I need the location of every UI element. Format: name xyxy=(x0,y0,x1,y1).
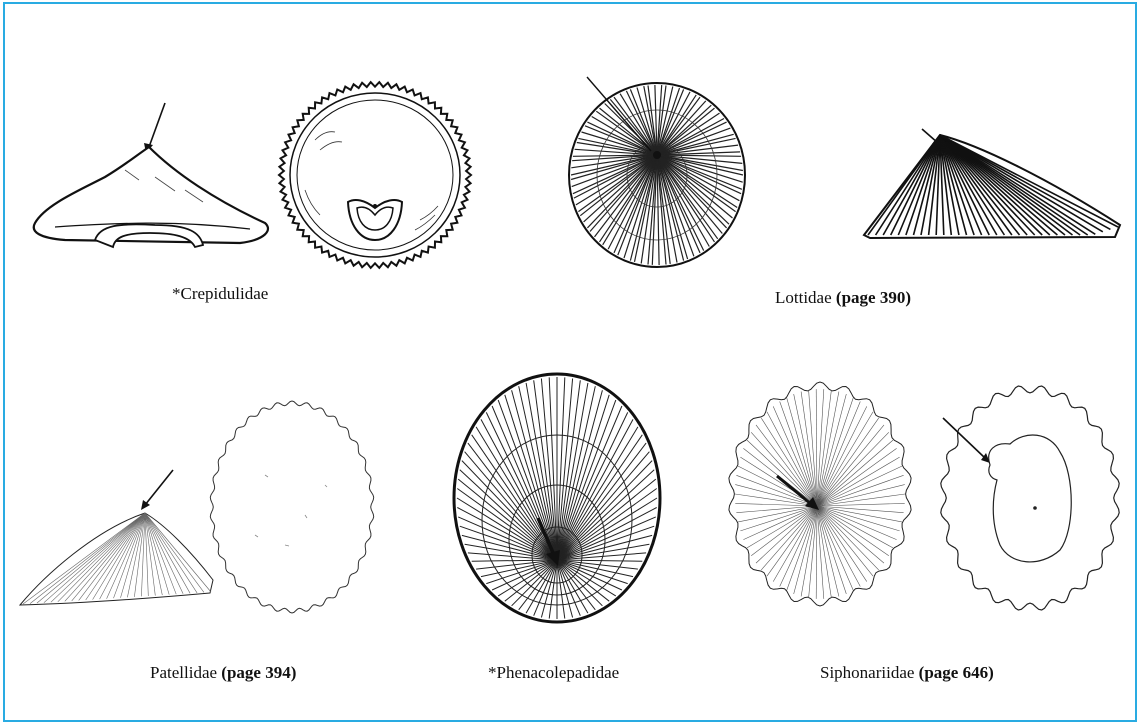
caption-patellidae: Patellidae (page 394) xyxy=(150,663,296,683)
caption-siphonariidae: Siphonariidae (page 646) xyxy=(820,663,994,683)
family-name: Lottidae xyxy=(775,288,832,307)
crepidulidae-side-illustration xyxy=(25,95,285,270)
family-name: *Crepidulidae xyxy=(172,284,268,303)
shell-rib xyxy=(557,508,657,561)
lottidae-side-illustration xyxy=(860,125,1125,245)
patellidae-side-illustration xyxy=(15,465,220,615)
family-name: *Phenacolepadidae xyxy=(488,663,619,682)
family-name: Siphonariidae xyxy=(820,663,914,682)
apex-arrow xyxy=(149,103,165,147)
shell-rib xyxy=(457,508,557,561)
page-reference: (page 646) xyxy=(919,663,994,682)
page-reference: (page 394) xyxy=(221,663,296,682)
shell-rib xyxy=(557,427,638,560)
caption-crepidulidae: *Crepidulidae xyxy=(172,284,268,304)
caption-lottidae: Lottidae (page 390) xyxy=(775,288,911,308)
siphonariidae-dorsal-illustration xyxy=(725,378,915,610)
phenacolepadidae-dorsal-illustration xyxy=(450,370,665,625)
crepidulidae-ventral-illustration xyxy=(275,80,475,270)
apex-arrow xyxy=(145,470,173,505)
patellidae-ventral-illustration xyxy=(205,395,380,620)
caption-phenacolepadidae: *Phenacolepadidae xyxy=(488,663,619,683)
siphonariidae-ventral-illustration xyxy=(935,380,1125,615)
shell-rib xyxy=(476,427,557,560)
lottidae-dorsal-illustration xyxy=(565,75,750,270)
family-name: Patellidae xyxy=(150,663,217,682)
page-reference: (page 390) xyxy=(836,288,911,307)
